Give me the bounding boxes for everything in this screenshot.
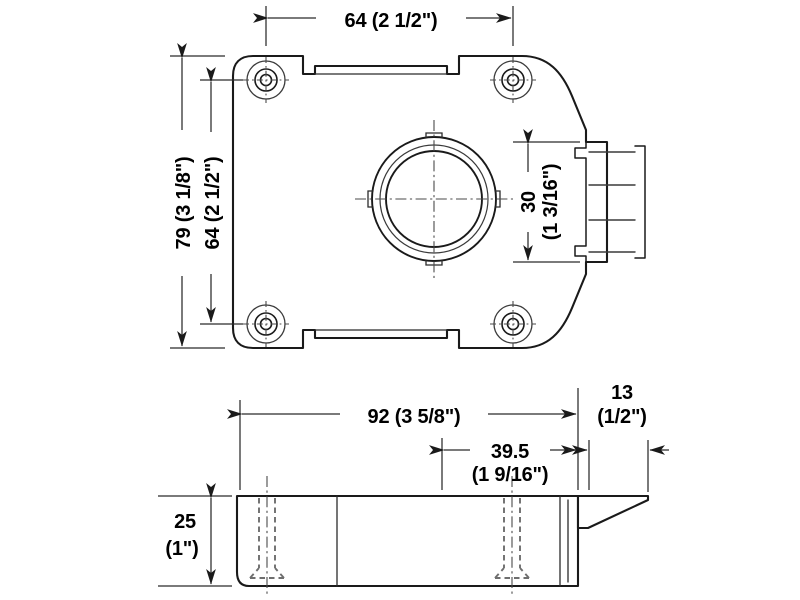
dim-tab-height-value-label: 30 xyxy=(518,191,540,213)
dim-plan-height-inner-label: 64 (2 1/2") xyxy=(202,157,224,250)
boss-notch-west xyxy=(367,190,374,208)
dim-elevation-height-value-label: 25 xyxy=(174,511,196,533)
dim-flange: 13 (1/2") xyxy=(568,382,669,492)
dim-flange-inch-label: (1/2") xyxy=(597,406,646,428)
central-boss-group xyxy=(355,120,513,278)
dim-plan-height-outer: 79 (3 1/8") xyxy=(168,43,225,349)
dim-flange-value-label: 13 xyxy=(611,382,633,404)
plan-view-group xyxy=(231,54,646,350)
elevation-hidden-bore-right xyxy=(494,498,530,579)
elevation-body-outline xyxy=(235,494,580,588)
dim-elevation-height: 25 (1") xyxy=(158,483,232,587)
dim-elevation-length: 92 (3 5/8") xyxy=(227,388,579,490)
dim-plan-height-outer-label: 79 (3 1/8") xyxy=(173,157,195,250)
elevation-hidden-bore-left xyxy=(249,498,285,579)
screw-hole-top-right xyxy=(490,57,536,103)
dim-elevation-height-inch-label: (1") xyxy=(165,538,198,560)
dim-tab-height: 30 (1 3/16") xyxy=(513,129,580,263)
screw-hole-bottom-left xyxy=(243,301,289,347)
dim-elevation-length-label: 92 (3 5/8") xyxy=(368,406,461,428)
tab-right-edge xyxy=(634,145,646,259)
plate-outline xyxy=(231,54,609,350)
dim-plan-width: 64 (2 1/2") xyxy=(253,4,514,46)
dim-tab-height-inch-label: (1 3/16") xyxy=(540,164,562,241)
dim-elevation-partial-value-label: 39.5 xyxy=(491,441,529,463)
screw-hole-bottom-right xyxy=(490,301,536,347)
dim-plan-width-label: 64 (2 1/2") xyxy=(345,10,438,32)
dim-elevation-partial-inch-label: (1 9/16") xyxy=(472,464,549,486)
boss-outer-ring xyxy=(371,136,497,262)
tab-ribs-group xyxy=(588,151,636,253)
right-tab-outline xyxy=(574,141,587,263)
elevation-flange xyxy=(576,494,650,530)
dim-elevation-partial: 39.5 (1 9/16") xyxy=(429,437,577,490)
elevation-view-group xyxy=(235,476,650,596)
screw-hole-top-left xyxy=(243,57,289,103)
boss-notch-north xyxy=(425,132,443,139)
dim-plan-height-inner: 64 (2 1/2") xyxy=(197,67,243,325)
